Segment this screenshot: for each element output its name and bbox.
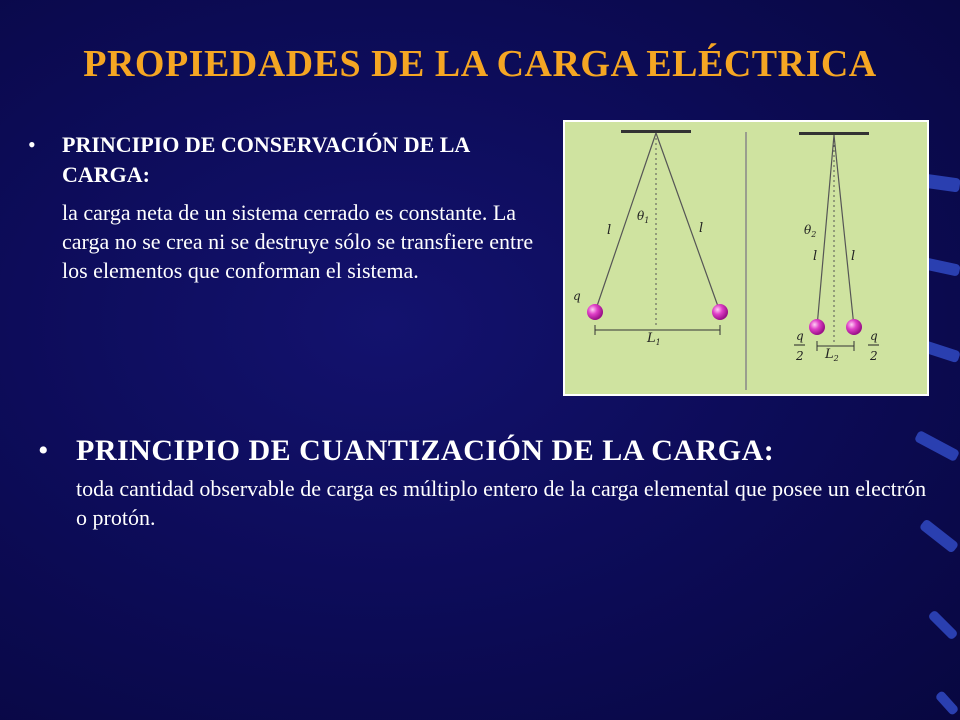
right-sphere-a bbox=[809, 319, 825, 335]
pendulum-diagram: l l θ1 q L1 θ2 l l q 2 q 2 L2 bbox=[573, 130, 879, 390]
left-sphere-b bbox=[712, 304, 728, 320]
bullet: • bbox=[28, 132, 36, 157]
left-string-label-a: l bbox=[607, 223, 611, 238]
quantization-body: toda cantidad observable de carga es múl… bbox=[76, 476, 927, 530]
right-support bbox=[799, 132, 869, 135]
right-string-b bbox=[833, 134, 855, 328]
left-support bbox=[621, 130, 691, 133]
right-distance-label: L2 bbox=[824, 347, 839, 363]
right-charge-num-a: q bbox=[796, 329, 804, 343]
left-string-b bbox=[655, 132, 721, 313]
left-sphere-a bbox=[587, 304, 603, 320]
right-charge-den-b: 2 bbox=[869, 349, 878, 363]
quantization-section: • PRINCIPIO DE CUANTIZACIÓN DE LA CARGA:… bbox=[38, 432, 938, 532]
right-charge-num-b: q bbox=[870, 329, 878, 343]
left-string-a bbox=[594, 132, 657, 313]
left-distance-label: L1 bbox=[646, 331, 661, 347]
left-charge-label: q bbox=[573, 289, 581, 303]
right-string-label-b: l bbox=[851, 249, 855, 264]
pendulum-figure: l l θ1 q L1 θ2 l l q 2 q 2 L2 bbox=[563, 120, 929, 396]
right-sphere-b bbox=[846, 319, 862, 335]
right-charge-den-a: 2 bbox=[795, 349, 804, 363]
right-string-a bbox=[816, 134, 835, 328]
left-string-label-b: l bbox=[699, 221, 703, 236]
conservation-heading: PRINCIPIO DE CONSERVACIÓN DE LA CARGA: bbox=[62, 132, 470, 187]
conservation-body: la carga neta de un sistema cerrado es c… bbox=[62, 200, 534, 283]
quantization-heading: PRINCIPIO DE CUANTIZACIÓN DE LA CARGA: bbox=[76, 434, 775, 467]
right-string-label-a: l bbox=[813, 249, 817, 264]
bullet: • bbox=[38, 434, 49, 467]
slide-title: PROPIEDADES DE LA CARGA ELÉCTRICA bbox=[83, 43, 877, 85]
right-angle-label: θ2 bbox=[804, 223, 816, 239]
left-angle-label: θ1 bbox=[637, 209, 649, 225]
conservation-section: • PRINCIPIO DE CONSERVACIÓN DE LA CARGA:… bbox=[28, 130, 558, 285]
